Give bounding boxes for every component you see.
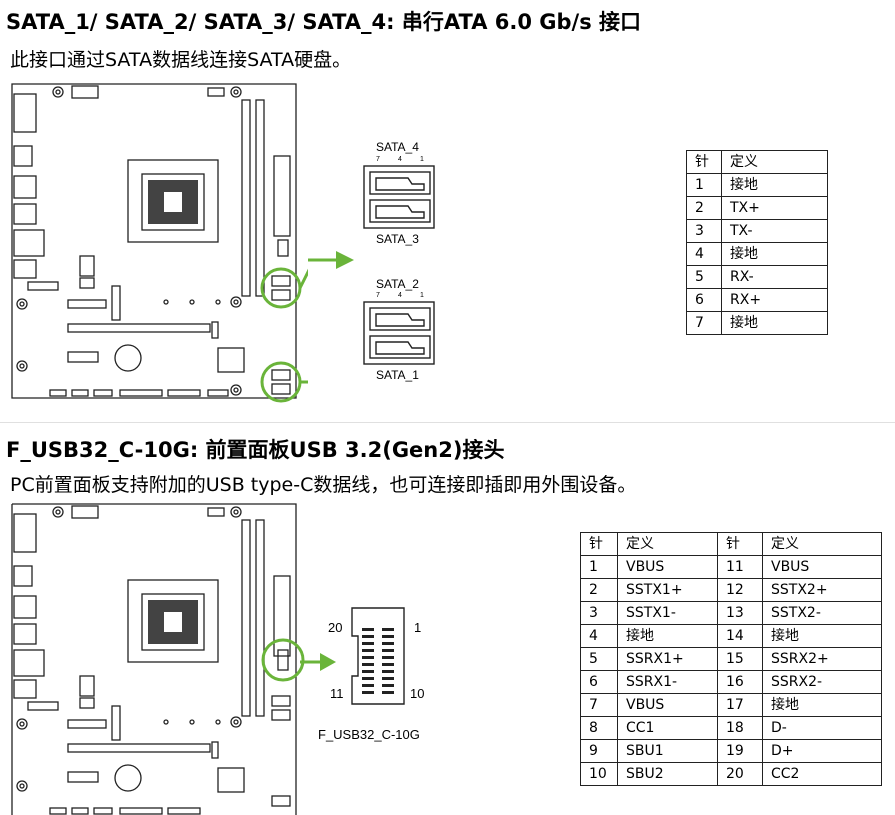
- arrow-right-icon: [300, 653, 336, 671]
- section-divider: [0, 422, 895, 423]
- usb-pin1-label: 1: [414, 620, 422, 635]
- usb-header-name: F_USB32_C-10G: [318, 727, 420, 742]
- usb-pin11-label: 11: [330, 686, 344, 701]
- usb-pin20-label: 20: [328, 620, 343, 635]
- usb-section-description: PC前置面板支持附加的USB type-C数据线，也可连接即插即用外围设备。: [10, 474, 637, 496]
- usb-section-title: F_USB32_C-10G: 前置面板USB 3.2(Gen2)接头: [6, 438, 505, 462]
- table-header-cell: 定义: [721, 150, 828, 174]
- sata-section-title: SATA_1/ SATA_2/ SATA_3/ SATA_4: 串行ATA 6.…: [6, 10, 642, 34]
- arrow-right-icon: [308, 251, 354, 269]
- motherboard-diagram-sata: [11, 83, 308, 403]
- sata-section-description: 此接口通过SATA数据线连接SATA硬盘。: [10, 49, 352, 71]
- sata1-label: SATA_1: [376, 368, 419, 382]
- table-header-row: 针 定义 针 定义: [580, 532, 882, 556]
- sata-connector-icon-lower: [363, 301, 435, 365]
- table-header-cell: 针: [686, 150, 722, 174]
- table-header-row: 针 定义: [686, 150, 828, 174]
- sata4-label: SATA_4: [376, 140, 419, 154]
- sata-connector-icon-upper: [363, 165, 435, 229]
- motherboard-diagram-usb: [11, 503, 305, 815]
- usb-c-header-icon: [351, 607, 405, 705]
- usb-pin10-label: 10: [410, 686, 425, 701]
- sata3-label: SATA_3: [376, 232, 419, 246]
- sata2-label: SATA_2: [376, 277, 419, 291]
